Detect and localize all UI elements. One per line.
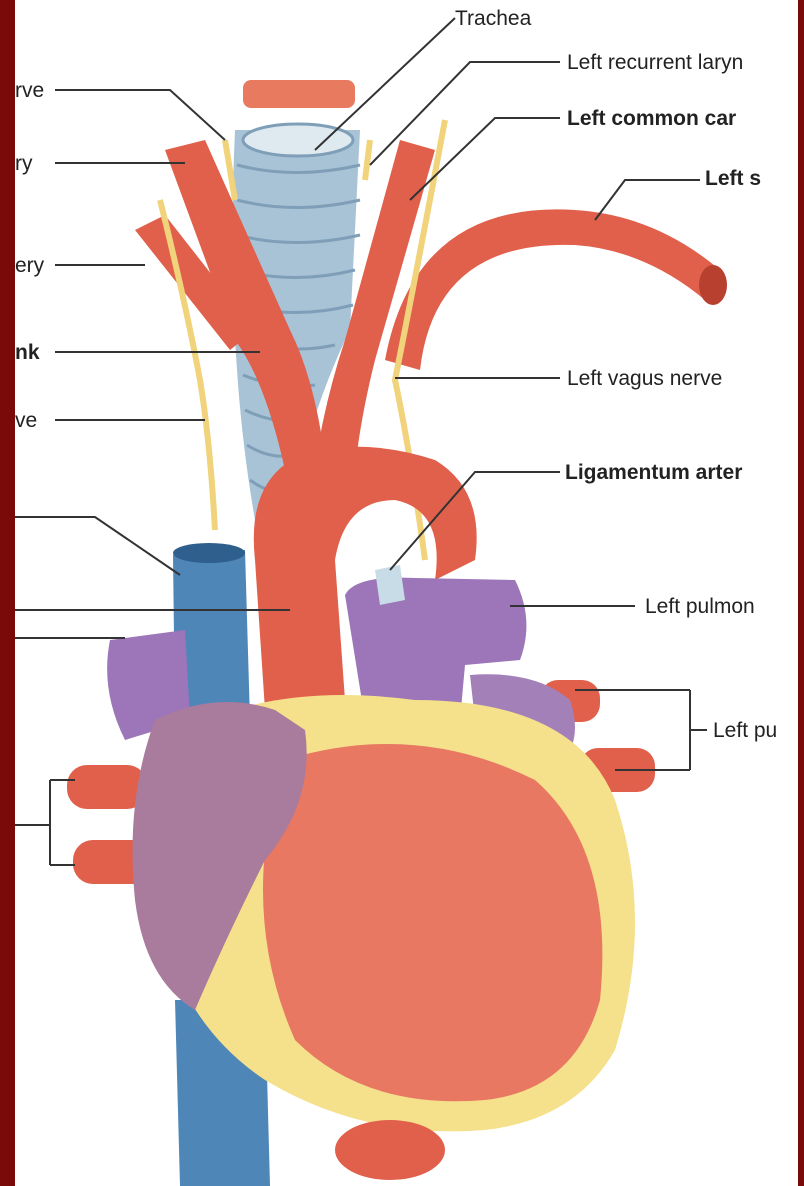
label-right-vagus: ve bbox=[15, 410, 37, 431]
left-subclavian bbox=[385, 209, 720, 370]
label-right-subclavian: ery bbox=[15, 255, 44, 276]
label-right-artery: ry bbox=[15, 153, 33, 174]
descending-aorta bbox=[335, 1120, 445, 1180]
ligamentum-arteriosum bbox=[375, 565, 405, 605]
label-ligamentum-arteriosum: Ligamentum arter bbox=[565, 462, 742, 483]
label-left-pulmonary-artery: Left pulmon bbox=[645, 596, 755, 617]
label-brachiocephalic-trunk: nk bbox=[15, 342, 40, 363]
label-left-subclavian: Left s bbox=[705, 168, 761, 189]
label-trachea: Trachea bbox=[455, 8, 531, 29]
diagram-frame: Trachea Left recurrent laryn Left common… bbox=[15, 0, 798, 1186]
subclavian-end bbox=[699, 265, 727, 305]
heart-illustration bbox=[15, 0, 798, 1186]
heart-ventricle bbox=[263, 744, 602, 1101]
label-left-vagus: Left vagus nerve bbox=[567, 368, 722, 389]
label-left-pulmonary-veins: Left pu bbox=[713, 720, 777, 741]
label-left-common-carotid: Left common car bbox=[567, 108, 736, 129]
label-left-recurrent-laryngeal: Left recurrent laryn bbox=[567, 52, 743, 73]
label-right-nerve: rve bbox=[15, 80, 44, 101]
